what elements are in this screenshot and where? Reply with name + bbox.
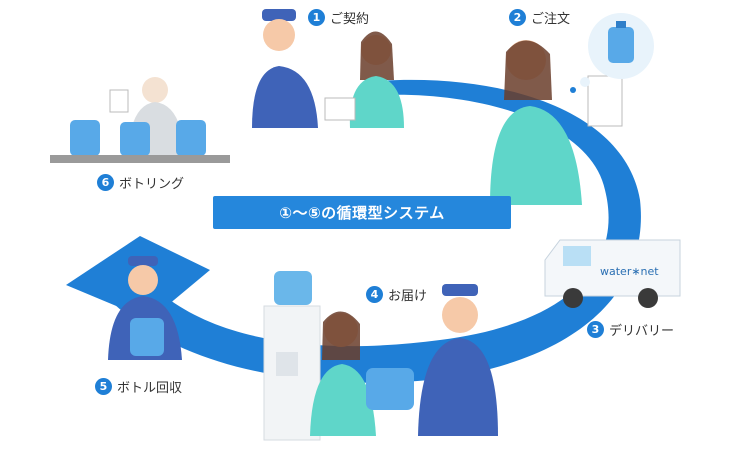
customer-figure-icon bbox=[310, 311, 376, 436]
step-contract: 1 ご契約 bbox=[308, 8, 369, 27]
step-number-badge: 5 bbox=[95, 378, 112, 395]
step-label: ボトリング bbox=[119, 177, 185, 192]
truck-logo: water∗net bbox=[600, 265, 659, 278]
step-delivery: 3 デリバリー bbox=[587, 320, 674, 339]
customer-figure-icon bbox=[324, 31, 404, 128]
customer-figure-icon bbox=[490, 40, 623, 205]
staff-figure-icon bbox=[252, 9, 318, 128]
bottling-line-icon bbox=[50, 77, 230, 163]
step-label: ボトル回収 bbox=[117, 381, 183, 396]
step-number-badge: 3 bbox=[587, 321, 604, 338]
step-label: お届け bbox=[388, 289, 428, 304]
step-bottle-collection: 5 ボトル回収 bbox=[95, 377, 182, 396]
step-number-badge: 2 bbox=[509, 9, 526, 26]
step-label: ご契約 bbox=[330, 12, 370, 27]
step-bottling: 6 ボトリング bbox=[97, 173, 184, 192]
delivery-truck-icon: water∗net bbox=[544, 239, 681, 308]
water-bottle-icon bbox=[366, 368, 414, 410]
step-number-badge: 1 bbox=[308, 9, 325, 26]
step-order: 2 ご注文 bbox=[509, 8, 570, 27]
step-label: ご注文 bbox=[531, 12, 571, 27]
staff-figure-icon bbox=[418, 284, 498, 436]
step-label: デリバリー bbox=[609, 324, 675, 339]
water-server-icon bbox=[263, 271, 321, 441]
step-number-badge: 6 bbox=[97, 174, 114, 191]
thought-bubble-icon bbox=[570, 13, 654, 93]
step-number-badge: 4 bbox=[366, 286, 383, 303]
cycle-system-banner: ①〜⑤の循環型システム bbox=[213, 196, 511, 229]
staff-figure-icon bbox=[108, 256, 182, 360]
step-handover: 4 お届け bbox=[366, 285, 427, 304]
